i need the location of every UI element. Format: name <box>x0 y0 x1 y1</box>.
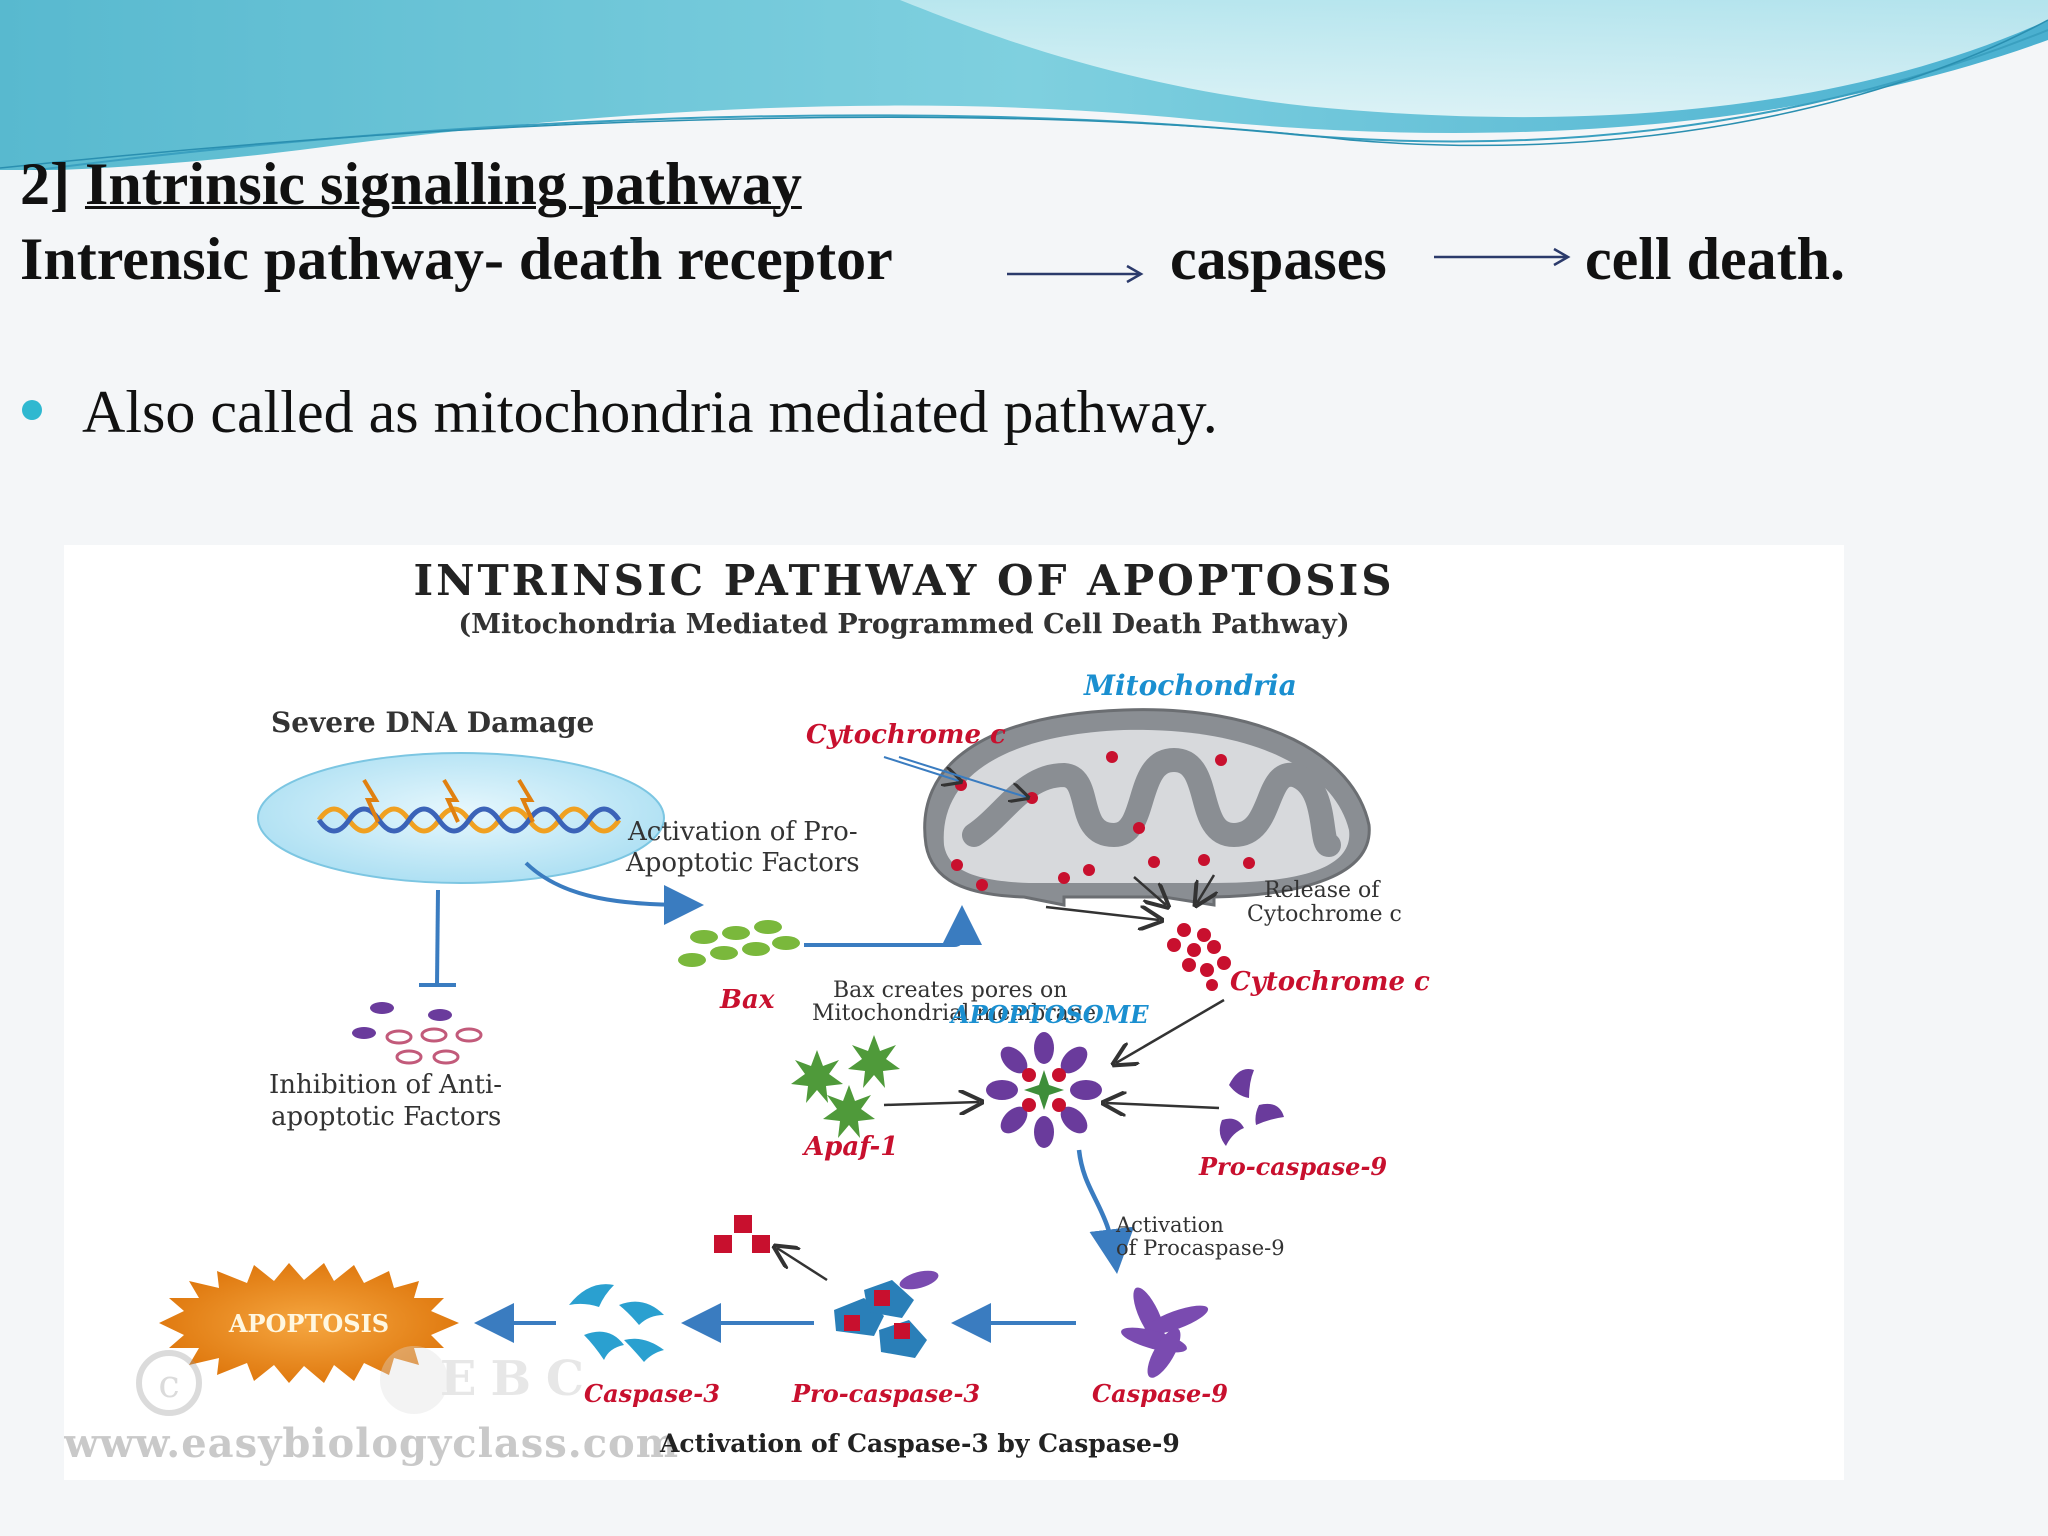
apoptosis-diagram: INTRINSIC PATHWAY OF APOPTOSIS (Mitochon… <box>63 545 1844 1480</box>
activation-arrow <box>524 861 704 925</box>
pro-caspase-9-label: Pro-caspase-9 <box>1198 1152 1387 1181</box>
diagram-subtitle: (Mitochondria Mediated Programmed Cell D… <box>458 609 1349 640</box>
caspase-3-icon <box>569 1284 664 1362</box>
bax-pores-label-line2: Mitochondrial membrane <box>812 1001 1096 1026</box>
release-label-line2: Cytochrome c <box>1247 902 1402 927</box>
inhibition-label-line1: Inhibition of Anti- <box>269 1070 502 1100</box>
activation-label-line2: Apoptotic Factors <box>625 848 860 878</box>
anti-apoptotic-factors-icon <box>352 1002 483 1065</box>
bullet-icon <box>22 400 42 420</box>
release-label-line1: Release of <box>1264 878 1381 903</box>
bax-pore-arrow <box>804 905 982 947</box>
section-heading: 2] Intrinsic signalling pathway <box>20 150 802 219</box>
watermark-logo: c EBC <box>136 1346 598 1416</box>
bax-label: Bax <box>719 985 775 1015</box>
inhibition-label-line2: apoptotic Factors <box>271 1102 501 1132</box>
nucleus-icon <box>257 752 665 884</box>
diagram-title: INTRINSIC PATHWAY OF APOPTOSIS <box>413 556 1394 605</box>
bax-protein-icon <box>678 920 800 967</box>
bullet-item: Also called as mitochondria mediated pat… <box>22 378 1218 447</box>
apaf-1-icon <box>791 1035 900 1138</box>
apoptosome-icon <box>986 1032 1102 1148</box>
mitochondria-label: Mitochondria <box>1083 669 1297 702</box>
dna-helix-icon <box>316 778 622 834</box>
caspase-3-label: Caspase-3 <box>584 1379 720 1408</box>
apaf-1-label: Apaf-1 <box>801 1132 898 1162</box>
apoptosome-label: APOPTOSOME <box>949 1000 1149 1029</box>
section-title: Intrinsic signalling pathway <box>84 151 802 217</box>
svg-text:c: c <box>158 1362 179 1406</box>
bax-pores-label-line1: Bax creates pores on <box>833 978 1067 1003</box>
bullet-text: Also called as mitochondria mediated pat… <box>82 379 1218 445</box>
header-wave-decoration <box>0 0 2048 170</box>
bottom-caption: Activation of Caspase-3 by Caspase-9 <box>659 1429 1180 1458</box>
arrow-right-icon <box>1434 247 1571 267</box>
watermark-ebc: EBC <box>440 1351 598 1407</box>
cytochrome-c-cluster-icon <box>1167 923 1231 991</box>
apoptosis-burst-icon <box>159 1263 459 1383</box>
arrow-right-icon <box>1007 264 1144 284</box>
pro-caspase-3-icon <box>834 1270 939 1358</box>
cytochrome-top-label: Cytochrome c <box>806 720 1006 750</box>
dna-damage-label: Severe DNA Damage <box>271 706 594 739</box>
pathway-start: Intrensic pathway- death receptor <box>20 226 893 292</box>
inhibition-connector <box>435 889 440 986</box>
activation-procaspase-label-line1: Activation <box>1115 1213 1224 1237</box>
pro-caspase-9-icon <box>1219 1069 1284 1146</box>
activation-procaspase-label-line2: of Procaspase-9 <box>1116 1236 1285 1260</box>
pro-caspase-3-label: Pro-caspase-3 <box>791 1379 980 1408</box>
section-number: 2] <box>20 151 70 217</box>
caspase-9-icon <box>1121 1287 1209 1378</box>
mitochondria-icon <box>923 708 1371 907</box>
pathway-middle: caspases <box>1170 226 1387 292</box>
cleaved-fragments-icon <box>714 1215 770 1253</box>
pathway-end: cell death. <box>1585 226 1845 292</box>
activation-label-line1: Activation of Pro- <box>627 817 858 847</box>
watermark-url: www.easybiologyclass.com <box>64 1420 679 1467</box>
apoptosis-label: APOPTOSIS <box>228 1309 389 1338</box>
caspase-9-label: Caspase-9 <box>1092 1379 1228 1408</box>
procaspase-9-activation-arrow <box>1076 1149 1135 1274</box>
cytochrome-right-label: Cytochrome c <box>1230 967 1430 997</box>
